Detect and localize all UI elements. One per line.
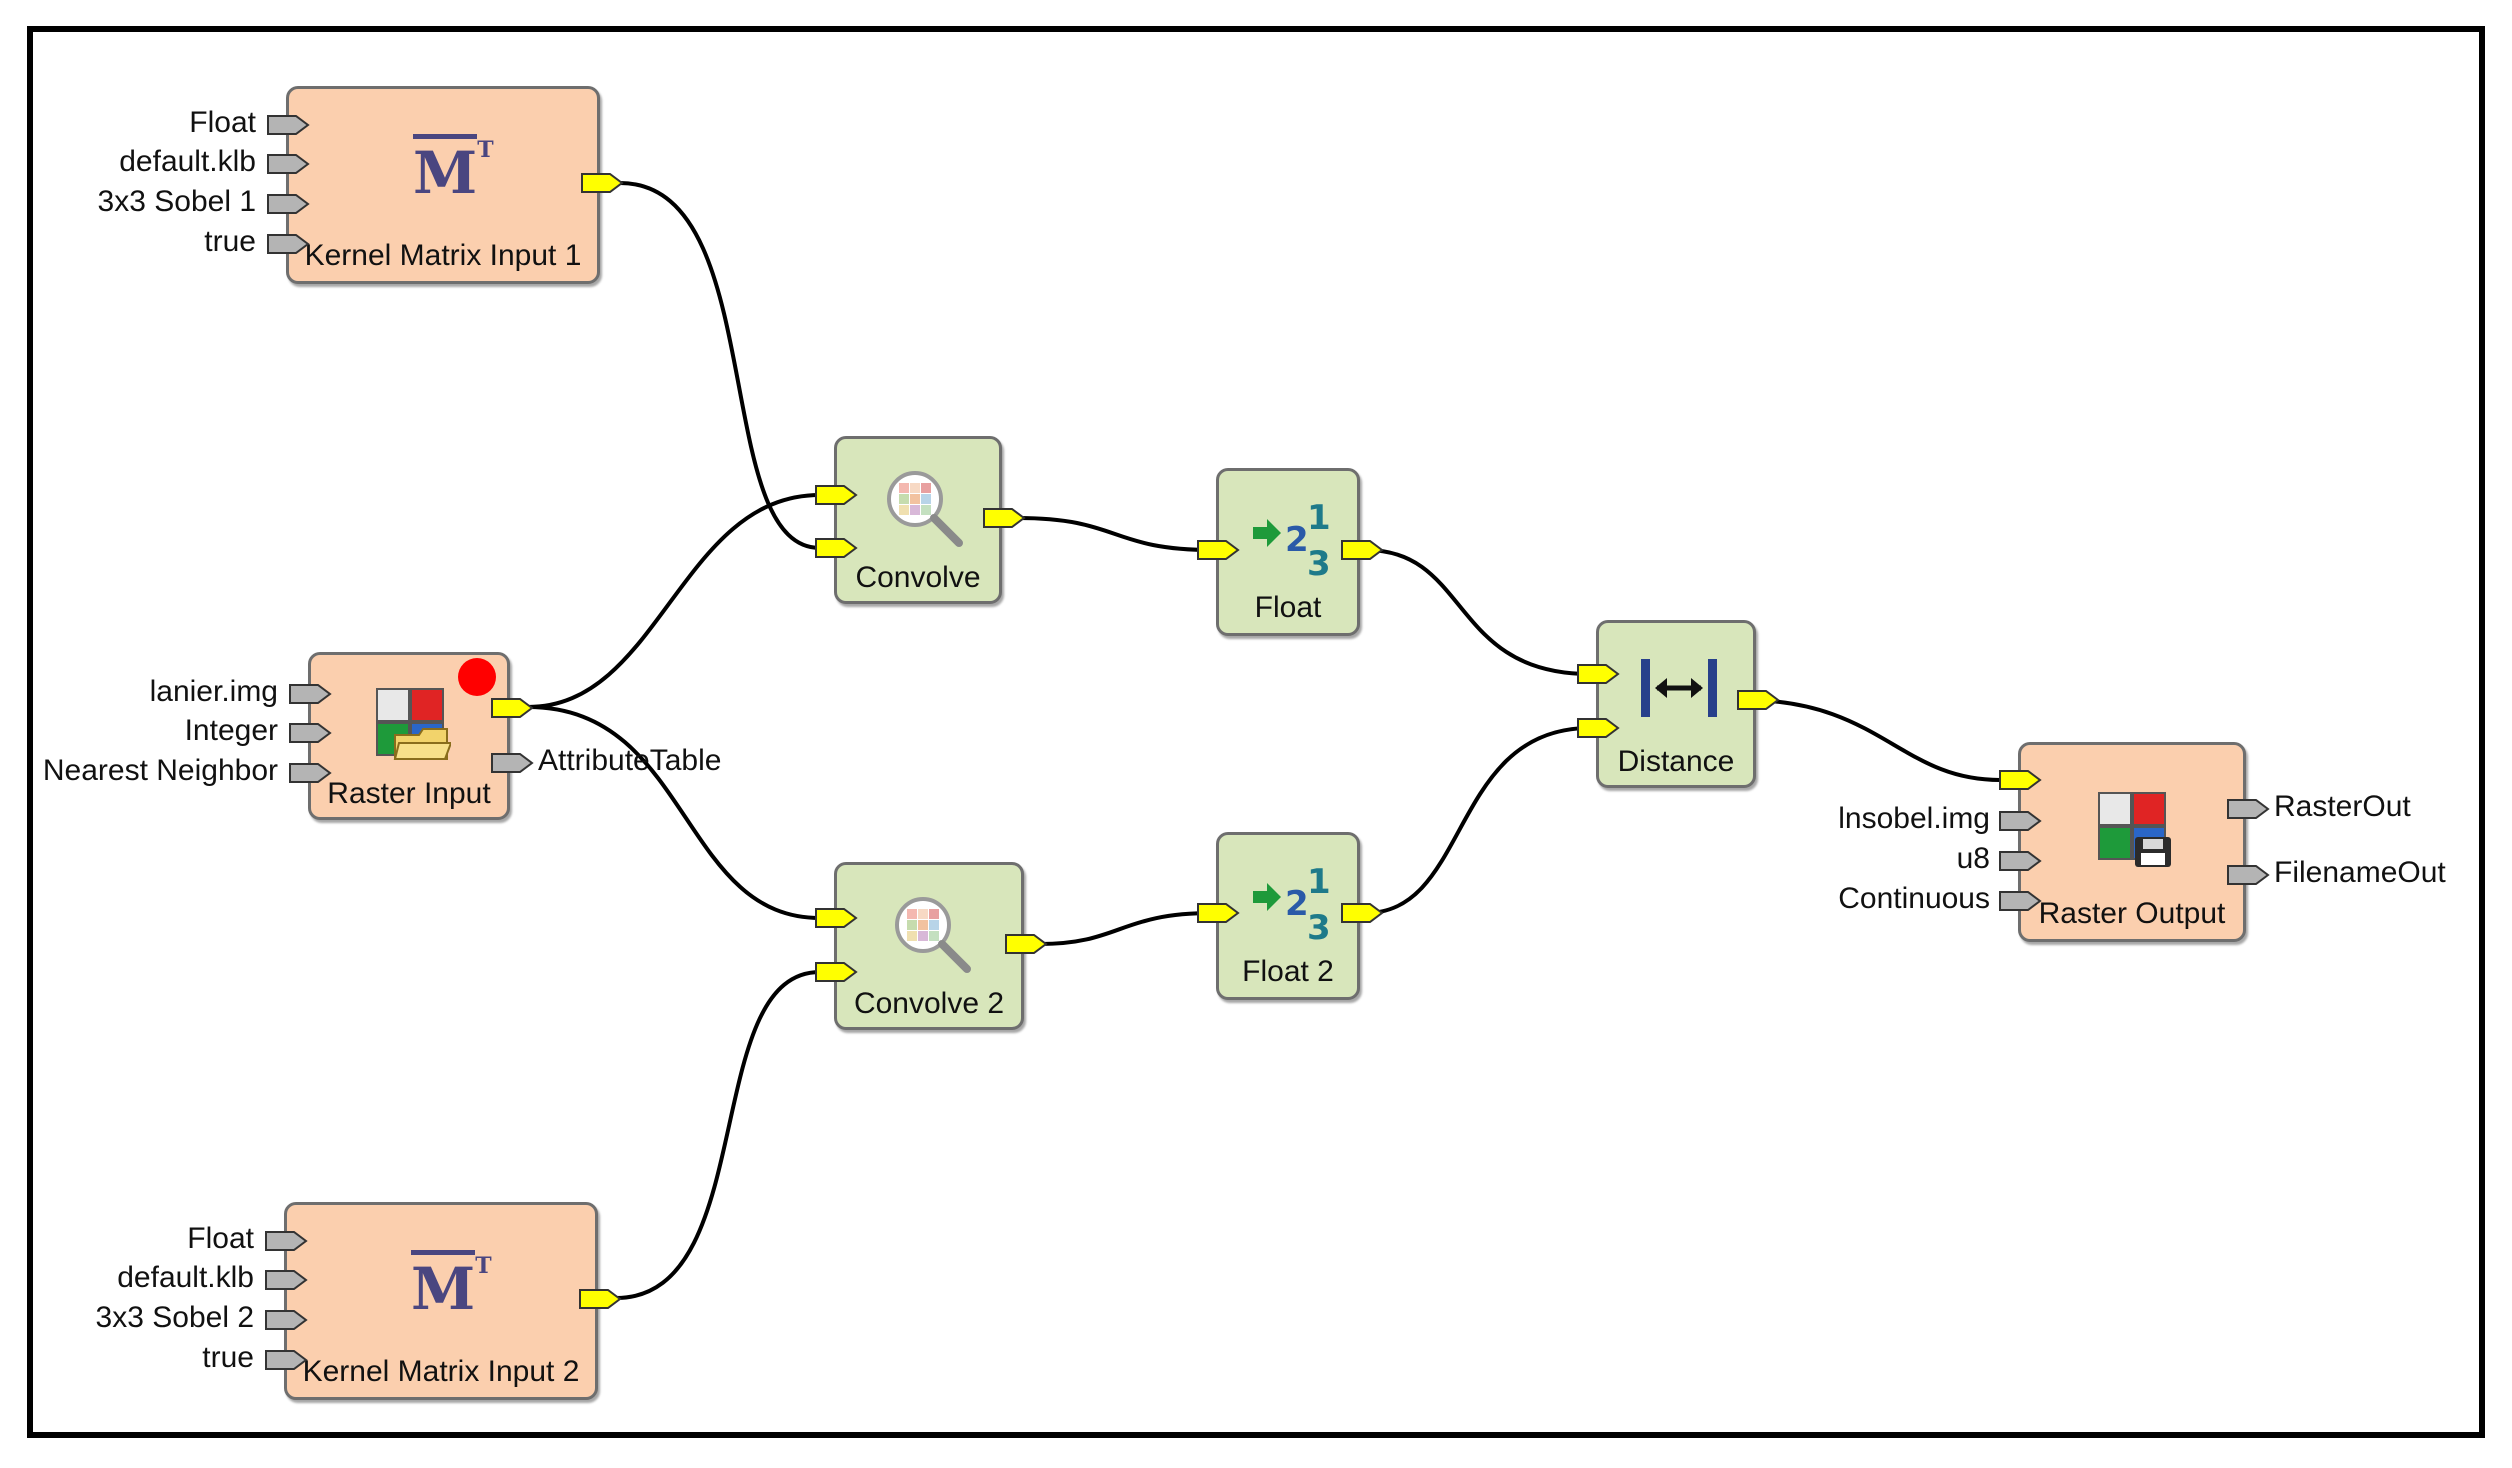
input-label: true <box>204 225 256 258</box>
input-label: 3x3 Sobel 1 <box>97 185 256 218</box>
float-node[interactable]: 2 1 3 Float <box>1216 468 1360 636</box>
data-output-port[interactable] <box>1340 902 1384 924</box>
magnifier-grid-icon <box>881 465 965 554</box>
data-output-port[interactable] <box>580 172 624 194</box>
matrix-transpose-icon: MT <box>413 134 494 207</box>
raster-output-node[interactable]: Raster Output <box>2018 742 2246 942</box>
svg-text:2: 2 <box>1285 884 1309 924</box>
input-label: Float <box>187 1222 254 1255</box>
convolve-2-node[interactable]: Convolve 2 <box>834 862 1024 1030</box>
data-input-port[interactable] <box>1196 902 1240 924</box>
output-label: RasterOut <box>2274 790 2411 823</box>
data-input-port[interactable] <box>1196 539 1240 561</box>
data-input-port[interactable] <box>814 484 858 506</box>
node-label: Float 2 <box>1242 955 1334 988</box>
svg-text:3: 3 <box>1307 908 1331 943</box>
number-convert-icon: 2 1 3 <box>1249 857 1335 948</box>
node-label: Kernel Matrix Input 1 <box>304 239 582 272</box>
input-label: lanier.img <box>149 675 278 708</box>
input-label: default.klb <box>119 145 256 178</box>
input-label: lnsobel.img <box>1838 802 1990 835</box>
svg-text:1: 1 <box>1307 498 1331 538</box>
matrix-transpose-icon: MT <box>411 1250 492 1323</box>
data-output-port[interactable] <box>1004 933 1048 955</box>
node-label: Raster Input <box>327 777 491 810</box>
input-label: Continuous <box>1838 882 1990 915</box>
data-output-port[interactable] <box>1736 689 1780 711</box>
kernel-matrix-input-1-node[interactable]: MT Kernel Matrix Input 1 <box>286 86 600 284</box>
data-output-port[interactable] <box>490 697 534 719</box>
float-2-node[interactable]: 2 1 3 Float 2 <box>1216 832 1360 1000</box>
output-label: FilenameOut <box>2274 856 2446 889</box>
param-port[interactable] <box>288 762 332 784</box>
node-label: Float <box>1254 591 1322 624</box>
data-input-port[interactable] <box>814 961 858 983</box>
node-label: Convolve 2 <box>853 987 1005 1020</box>
distance-arrows-icon <box>1635 653 1723 728</box>
param-port[interactable] <box>264 1269 308 1291</box>
data-output-port[interactable] <box>2226 864 2270 886</box>
data-output-port[interactable] <box>982 507 1026 529</box>
data-output-port[interactable] <box>2226 798 2270 820</box>
input-label: u8 <box>1956 842 1990 875</box>
param-port[interactable] <box>288 722 332 744</box>
convolve-node[interactable]: Convolve <box>834 436 1002 604</box>
output-label: AttributeTable <box>538 744 722 777</box>
magnifier-grid-icon <box>889 891 973 980</box>
param-port[interactable] <box>264 1349 308 1371</box>
param-port[interactable] <box>1998 810 2042 832</box>
status-marker <box>458 658 496 696</box>
param-port[interactable] <box>1998 890 2042 912</box>
kernel-matrix-input-2-node[interactable]: MT Kernel Matrix Input 2 <box>284 1202 598 1400</box>
raster-folder-icon <box>373 685 453 768</box>
attribute-output-port[interactable] <box>490 752 534 774</box>
raster-save-icon <box>2095 789 2175 874</box>
param-port[interactable] <box>266 193 310 215</box>
param-port[interactable] <box>266 153 310 175</box>
data-input-port[interactable] <box>1576 663 1620 685</box>
node-label: Kernel Matrix Input 2 <box>302 1355 580 1388</box>
input-label: Integer <box>184 714 278 747</box>
input-label: true <box>202 1341 254 1374</box>
svg-text:3: 3 <box>1307 544 1331 579</box>
data-input-port[interactable] <box>814 907 858 929</box>
param-port[interactable] <box>264 1230 308 1252</box>
data-output-port[interactable] <box>1340 539 1384 561</box>
param-port[interactable] <box>288 683 332 705</box>
number-convert-icon: 2 1 3 <box>1249 493 1335 584</box>
node-label: Distance <box>1617 745 1735 778</box>
input-label: Float <box>189 106 256 139</box>
param-port[interactable] <box>1998 850 2042 872</box>
input-label: Nearest Neighbor <box>42 754 278 787</box>
data-input-port[interactable] <box>814 537 858 559</box>
data-input-port[interactable] <box>1998 769 2042 791</box>
data-output-port[interactable] <box>578 1288 622 1310</box>
param-port[interactable] <box>266 233 310 255</box>
input-label: 3x3 Sobel 2 <box>95 1301 254 1334</box>
svg-text:1: 1 <box>1307 862 1331 902</box>
param-port[interactable] <box>264 1309 308 1331</box>
node-label: Raster Output <box>2038 897 2226 930</box>
svg-text:2: 2 <box>1285 520 1309 560</box>
distance-node[interactable]: Distance <box>1596 620 1756 788</box>
param-port[interactable] <box>266 114 310 136</box>
data-input-port[interactable] <box>1576 717 1620 739</box>
input-label: default.klb <box>117 1261 254 1294</box>
node-label: Convolve <box>855 561 981 594</box>
